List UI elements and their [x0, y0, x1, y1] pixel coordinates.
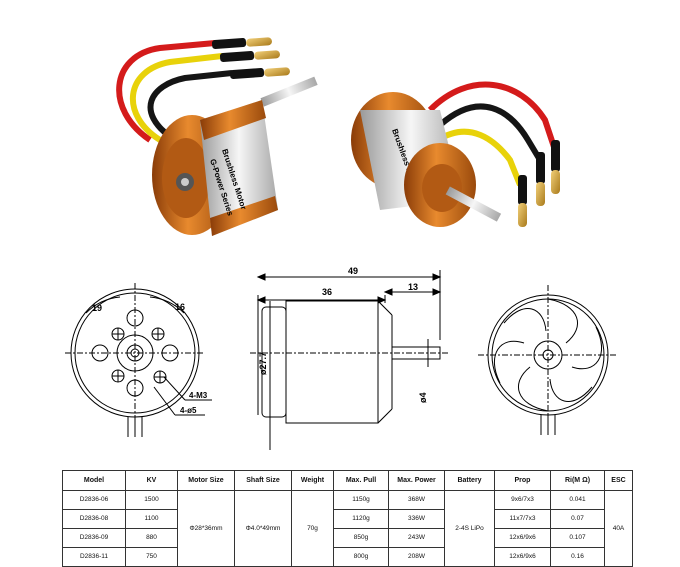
- header-max-power: Max. Power: [388, 470, 445, 491]
- dim-shaft-dia-label: ø4: [418, 392, 428, 403]
- table-row: D2836-06 1500 Φ28*36mm Φ4.0*49mm 70g 115…: [62, 490, 633, 567]
- cell-kv: 880: [125, 528, 178, 548]
- cell-model: D2836-11: [62, 547, 126, 567]
- cell-max-pull: 800g: [333, 547, 389, 567]
- technical-drawings: 19 16 4-M3 4-ø5 49 36 13 ø27.7 ø4: [65, 266, 618, 450]
- cell-esc: 40A: [604, 490, 633, 567]
- table-row: D2836-09 880 850g 243W 12x6/9x6 0.107: [62, 528, 633, 548]
- cell-max-pull: 850g: [333, 528, 389, 548]
- cell-battery: 2-4S LiPo: [444, 490, 495, 567]
- cell-model: D2836-08: [62, 509, 126, 529]
- cell-max-pull: 1120g: [333, 509, 389, 529]
- table-row: D2836-08 1100 1120g 336W 11x7/7x3 0.07: [62, 509, 633, 529]
- header-shaft-size: Shaft Size: [234, 470, 292, 491]
- cell-prop: 11x7/7x3: [494, 509, 551, 529]
- cell-kv: 750: [125, 547, 178, 567]
- cell-motor-size: Φ28*36mm: [177, 490, 235, 567]
- cell-kv: 1100: [125, 509, 178, 529]
- cell-max-power: 243W: [388, 528, 445, 548]
- cell-model: D2836-06: [62, 490, 126, 510]
- header-weight: Weight: [291, 470, 334, 491]
- cell-max-power: 208W: [388, 547, 445, 567]
- motor-photos: Brushless Motor G-Power Series Brushless…: [116, 37, 560, 236]
- header-motor-size: Motor Size: [177, 470, 235, 491]
- screw-m3-label: 4-M3: [189, 391, 208, 400]
- header-ri: Ri(M Ω): [550, 470, 605, 491]
- cell-ri: 0.041: [550, 490, 605, 510]
- cell-prop: 12x6/9x6: [494, 528, 551, 548]
- header-prop: Prop: [494, 470, 551, 491]
- dim-diameter-label: ø27.7: [258, 352, 268, 375]
- cell-weight: 70g: [291, 490, 334, 567]
- left-motor-photo: Brushless Motor G-Power Series: [116, 37, 318, 236]
- rear-view-drawing: [478, 285, 618, 435]
- front-view-drawing: [65, 283, 212, 437]
- cell-ri: 0.07: [550, 509, 605, 529]
- dim-16-label: 16: [175, 302, 185, 312]
- cell-max-pull: 1150g: [333, 490, 389, 510]
- dim-19-label: 19: [92, 303, 102, 313]
- header-battery: Battery: [444, 470, 495, 491]
- header-model: Model: [62, 470, 126, 491]
- cell-kv: 1500: [125, 490, 178, 510]
- cell-shaft-size: Φ4.0*49mm: [234, 490, 292, 567]
- hole-5-label: 4-ø5: [180, 406, 197, 415]
- side-view-drawing: [250, 270, 450, 450]
- dim-36-label: 36: [322, 287, 332, 297]
- table-header-row: Model KV Motor Size Shaft Size Weight Ma…: [62, 470, 633, 491]
- dim-49-label: 49: [348, 266, 358, 276]
- table-row: D2836-11 750 800g 208W 12x6/9x6 0.16: [62, 547, 633, 567]
- cell-ri: 0.107: [550, 528, 605, 548]
- dim-13-label: 13: [408, 282, 418, 292]
- cell-model: D2836-09: [62, 528, 126, 548]
- header-max-pull: Max. Pull: [333, 470, 389, 491]
- cell-max-power: 368W: [388, 490, 445, 510]
- header-esc: ESC: [604, 470, 633, 491]
- spec-table: Model KV Motor Size Shaft Size Weight Ma…: [62, 470, 633, 567]
- header-kv: KV: [125, 470, 178, 491]
- right-motor-photo: Brushless Motor: [351, 81, 560, 227]
- cell-ri: 0.16: [550, 547, 605, 567]
- cell-max-power: 336W: [388, 509, 445, 529]
- cell-prop: 9x6/7x3: [494, 490, 551, 510]
- cell-prop: 12x6/9x6: [494, 547, 551, 567]
